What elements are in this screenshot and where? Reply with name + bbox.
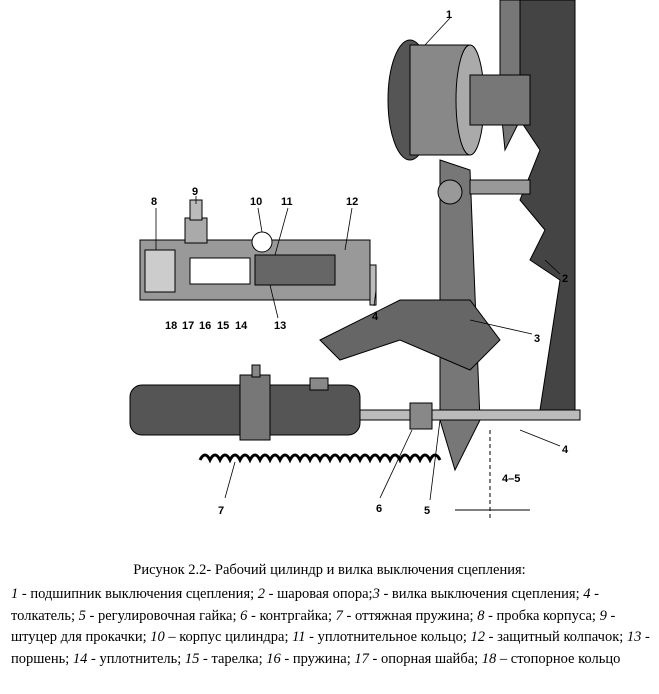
callout-4b: 4 [562, 444, 569, 456]
legend-number: 18 [481, 650, 497, 667]
leader-lines [155, 17, 561, 501]
callout-10: 10 [250, 196, 262, 208]
callout-4a: 4 [372, 311, 379, 323]
legend-number: 13 [626, 629, 642, 645]
legend-number: 5 [78, 607, 86, 624]
callout-12: 12 [346, 196, 358, 208]
callout-11: 11 [281, 196, 293, 208]
callout-2: 2 [562, 273, 568, 285]
callout-3: 3 [534, 333, 540, 345]
legend-text: - подшипник выключения сцепления; [18, 586, 258, 602]
return-spring [198, 453, 442, 464]
callout-8: 8 [151, 196, 157, 208]
legend-number: 15 [184, 650, 200, 667]
legend-text: - штуцер для прокачки; [11, 607, 616, 646]
adjusting-nut [409, 402, 433, 430]
legend-text: - поршень; [11, 629, 650, 667]
legend-text: - толкатель; [11, 586, 599, 624]
callout-18: 18 [165, 320, 177, 332]
legend-number: 3 [372, 586, 380, 602]
legend-text: - пробка корпуса; [484, 607, 600, 624]
legend-text: - вилка выключения сцепления; [379, 586, 584, 602]
callout-7: 7 [218, 505, 224, 517]
legend-text: - оттяжная пружина; [342, 607, 478, 624]
legend-number: 2 [257, 586, 266, 602]
callout-13: 13 [274, 320, 286, 332]
callout-1: 1 [446, 9, 452, 21]
figure-legend: 1 - подшипник выключения сцепления; 2 - … [11, 584, 651, 670]
callout-17: 17 [182, 320, 194, 332]
legend-text: - регулировочная гайка; [85, 607, 241, 624]
release-bearing [387, 39, 531, 161]
callout-15: 15 [217, 320, 229, 332]
legend-text: - тарелка; [199, 650, 267, 667]
legend-number: 10 [150, 629, 165, 645]
legend-number: 4 [583, 586, 591, 602]
legend-number: 6 [240, 607, 248, 624]
legend-number: 16 [266, 650, 281, 667]
legend-number: 1 [11, 586, 19, 602]
figure-caption: Рисунок 2.2- Рабочий цилиндр и вилка вык… [133, 562, 526, 578]
legend-text: - пружина; [280, 650, 355, 667]
legend-text: - уплотнительное кольцо; [305, 629, 471, 645]
callout-16: 16 [199, 320, 211, 332]
legend-number: 8 [477, 607, 485, 624]
legend-number: 12 [470, 629, 486, 645]
legend-text: – корпус цилиндра; [164, 629, 293, 645]
legend-number: 14 [72, 650, 88, 667]
pushrod [354, 409, 581, 421]
legend-text: – стопорное кольцо [496, 650, 621, 667]
callout-6: 6 [376, 503, 382, 515]
legend-number: 9 [599, 607, 607, 624]
legend-number: 17 [354, 650, 369, 667]
legend-number: 11 [292, 629, 306, 645]
clutch-housing [499, 0, 576, 411]
dimension-4-5 [455, 430, 530, 520]
callout-14: 14 [235, 320, 248, 332]
legend-text: - контргайка; [247, 607, 336, 624]
clutch-slave-cylinder-diagram: 1 2 3 4 4 4–5 5 6 7 8 9 10 11 12 13 14 1… [129, 0, 581, 520]
legend-number: 7 [335, 607, 343, 624]
legend-text: - уплотнитель; [87, 650, 185, 667]
legend-text: - шаровая опора; [265, 586, 373, 602]
callout-4-5: 4–5 [502, 473, 520, 485]
release-fork [319, 159, 531, 472]
slave-cylinder-assembled [129, 364, 361, 441]
legend-text: - защитный колпачок; [485, 629, 627, 645]
slave-cylinder-section [139, 199, 377, 306]
legend-text: - опорная шайба; [368, 650, 482, 667]
callout-9: 9 [192, 186, 198, 198]
callout-5: 5 [424, 505, 430, 517]
